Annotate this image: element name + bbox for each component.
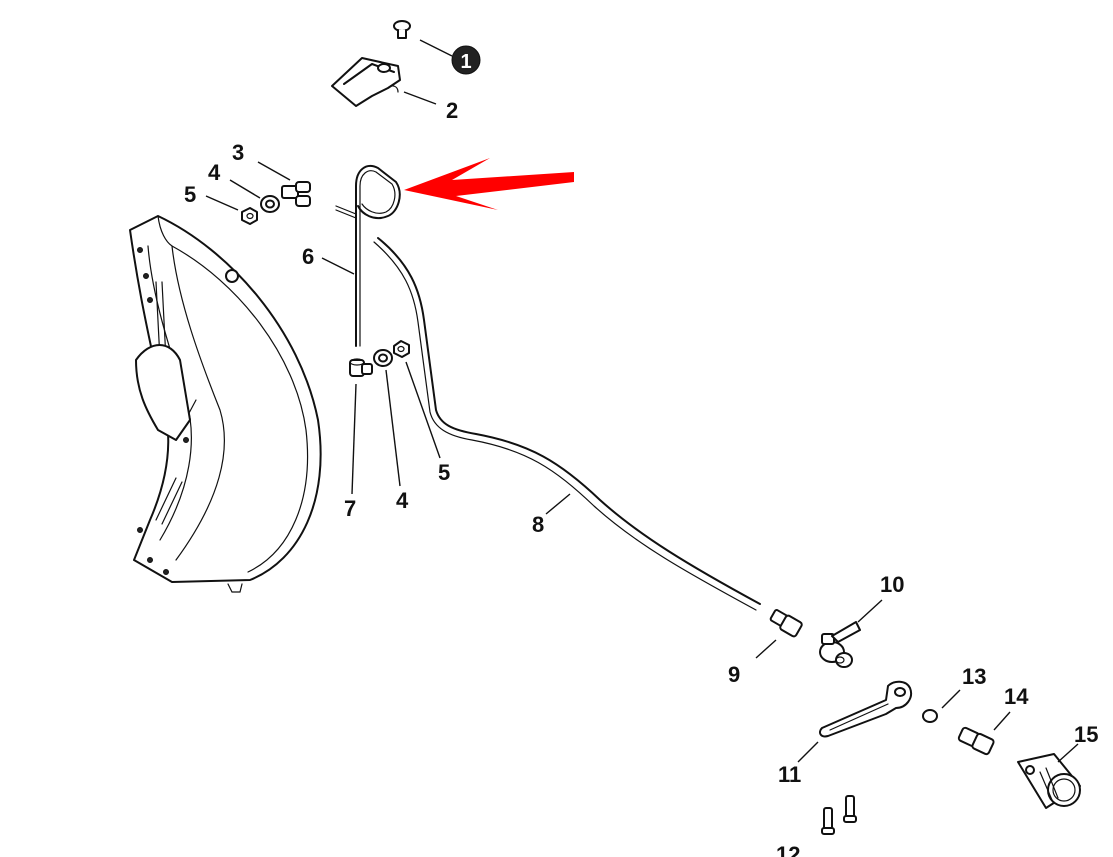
part-elbow-fitting [281,181,311,207]
part-bracket [819,680,912,738]
part-o-ring [922,709,938,723]
part-washer-lower [373,349,393,367]
highlight-arrow [404,158,574,210]
part-housing [129,215,322,593]
part-threaded-sleeve [1017,753,1081,809]
callout-9: 9 [728,662,740,687]
part-elbow-fitting-lower [349,358,373,377]
callout-10: 10 [880,572,904,597]
part-long-tube [373,237,761,611]
callout-12: 12 [776,842,800,857]
part-pins [821,795,857,835]
callout-4-top: 4 [208,160,221,185]
part-connector [957,726,995,756]
callout-3: 3 [232,140,244,165]
callout-15: 15 [1074,722,1098,747]
callout-8: 8 [532,512,544,537]
callout-1: 1 [451,45,481,75]
part-fitting-9 [769,609,803,638]
svg-text:1: 1 [460,51,471,73]
callout-11: 11 [778,762,801,787]
part-washer-top [260,195,280,213]
part-nut-top [241,207,258,225]
callout-5-top: 5 [184,182,196,207]
part-bent-rod [335,165,401,347]
part-screw [393,20,411,39]
callout-14: 14 [1004,684,1029,709]
callout-4-lower: 4 [396,488,409,513]
callout-13: 13 [962,664,986,689]
part-nut-lower [393,340,410,358]
callout-5-lower: 5 [438,460,450,485]
callout-7: 7 [344,496,356,521]
callout-6: 6 [302,244,314,269]
part-clamp-cover [331,57,401,107]
part-valve [819,621,861,668]
callout-2: 2 [446,98,458,123]
